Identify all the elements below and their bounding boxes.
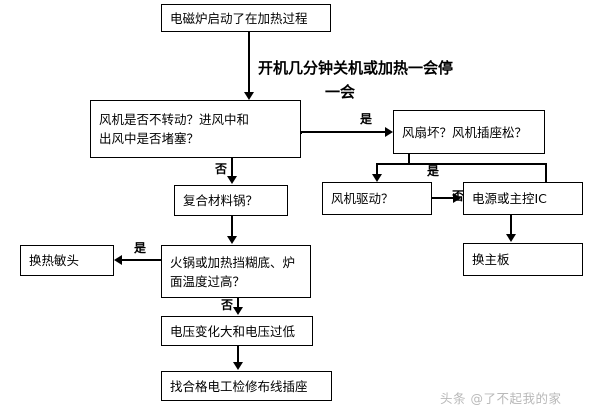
edge-label-hotpot-yes: 是 (134, 241, 147, 255)
arrowhead-replace-board (506, 234, 516, 242)
edge-label-fan-drive-yes: 是 (427, 164, 440, 178)
node-fan-drive: 风机驱动？ (322, 182, 432, 215)
edge-label-fan-drive-no: 否 (452, 189, 465, 203)
arrowhead-replace-thermistor (114, 255, 122, 265)
edge-hotpot-to-thermistor (122, 259, 162, 261)
node-fan-drive-label: 风机驱动？ (331, 191, 394, 206)
node-replace-board: 换主板 (463, 243, 583, 276)
node-fan-broken-label: 风扇坏？风机插座松？ (402, 124, 528, 140)
arrowhead-voltage-issue (233, 307, 243, 315)
node-fan-check-label: 风机是否不转动？进风中和 出风中是否堵塞？ (99, 112, 250, 146)
edge-fan-broken-split (376, 163, 546, 165)
arrowhead-call-electrician (233, 362, 243, 370)
edge-label-fan-check-no: 否 (215, 162, 228, 176)
node-composite-pot-label: 复合材料锅？ (183, 193, 259, 208)
arrowhead-power-ic (453, 193, 461, 203)
edge-power-ic-to-replace-board (510, 215, 512, 235)
node-composite-pot: 复合材料锅？ (174, 185, 288, 216)
edge-fan-broken-down (408, 154, 410, 164)
arrowhead-fan-check (244, 92, 254, 100)
edge-fan-drive-to-power-ic (432, 197, 455, 199)
edge-label-hotpot-no: 否 (221, 298, 234, 312)
headline-line-2: 一会 (325, 83, 356, 101)
edge-to-fan-drive (376, 163, 378, 175)
edge-composite-pot-to-hotpot (231, 216, 233, 237)
node-replace-thermistor-label: 换热敏头 (29, 253, 80, 268)
watermark-text: 头条 @了不起我的家 (440, 391, 562, 406)
arrowhead-composite-pot (227, 176, 237, 184)
node-hotpot-temp: 火锅或加热挡糊底、炉 面温度过高？ (161, 245, 311, 298)
node-replace-thermistor: 换热敏头 (20, 245, 114, 276)
node-power-ic-label: 电源或主控IC (472, 191, 547, 206)
node-hotpot-temp-label: 火锅或加热挡糊底、炉 面温度过高？ (170, 254, 296, 289)
edge-hotpot-to-voltage (237, 298, 239, 310)
arrowhead-fan-broken (385, 127, 393, 137)
arrowhead-hotpot-temp (227, 236, 237, 244)
node-fan-check: 风机是否不转动？进风中和 出风中是否堵塞？ (90, 100, 301, 158)
node-start-label: 电磁炉启动了在加热过程 (170, 10, 308, 26)
edge-voltage-to-electrician (237, 346, 239, 363)
edge-fan-check-to-fan-broken (301, 131, 387, 133)
arrowhead-fan-drive (372, 174, 382, 182)
edge-to-power-ic-right (545, 163, 547, 197)
node-call-electrician: 找合格电工检修布线插座 (161, 371, 332, 401)
node-start: 电磁炉启动了在加热过程 (161, 4, 331, 32)
edge-fan-check-to-composite-pot (231, 158, 233, 178)
node-call-electrician-label: 找合格电工检修布线插座 (170, 378, 308, 394)
node-power-ic: 电源或主控IC (463, 182, 583, 215)
edge-start-to-fan-check (248, 32, 250, 93)
node-replace-board-label: 换主板 (472, 252, 510, 267)
node-voltage-issue-label: 电压变化大和电压过低 (170, 323, 296, 339)
node-fan-broken: 风扇坏？风机插座松？ (393, 110, 545, 154)
node-voltage-issue: 电压变化大和电压过低 (161, 316, 313, 346)
edge-label-fan-check-yes: 是 (360, 112, 373, 126)
headline-line-1: 开机几分钟关机或加热一会停 (258, 59, 454, 77)
